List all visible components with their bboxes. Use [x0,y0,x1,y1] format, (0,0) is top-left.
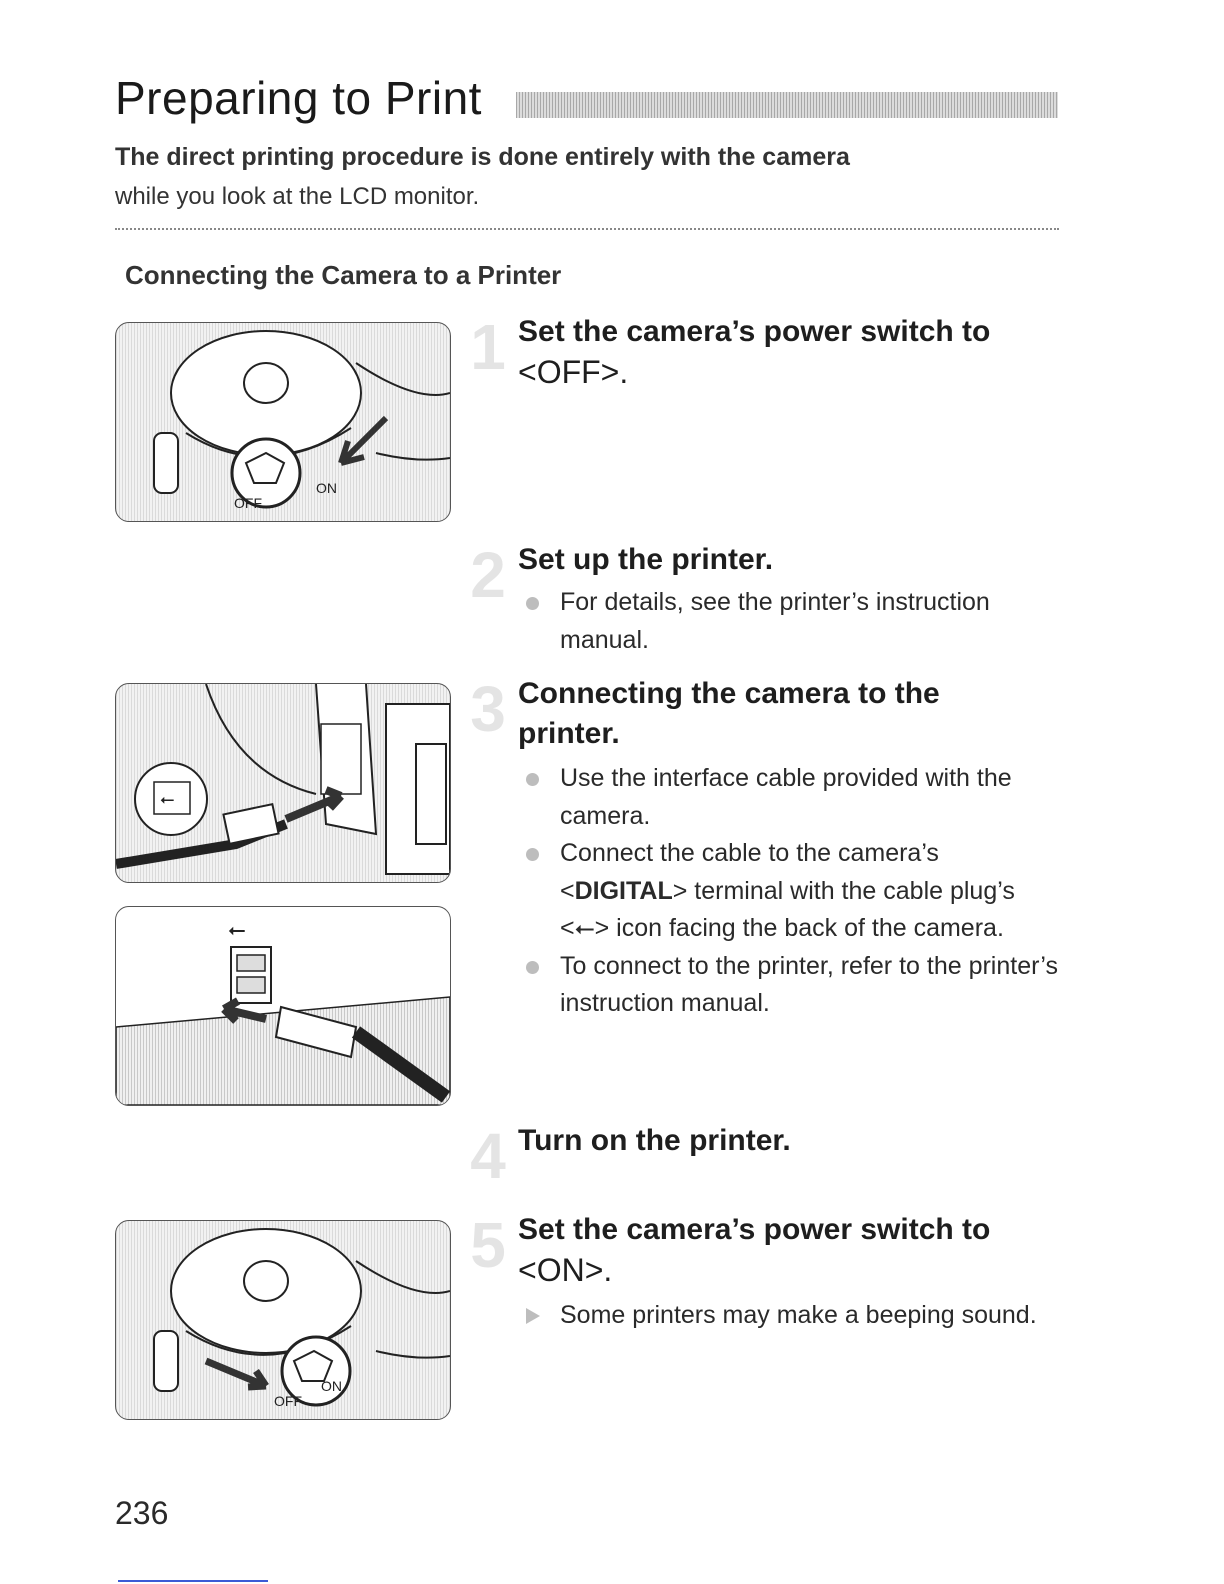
bullet-dot-icon [526,597,539,610]
footer-rule [118,1580,268,1582]
bullet-dot-icon [526,960,539,974]
bullet-item: Connect the cable to the camera’s <DIGIT… [522,835,1062,948]
page-title: Preparing to Print [115,72,482,124]
off-label: OFF [274,1393,302,1409]
camera-switch-on-illustration: OFF ON [115,1220,451,1420]
digital-terminal-label: DIGITAL [574,876,673,905]
title-decor-bar [516,92,1058,118]
bullet-dot-icon [526,773,539,786]
svg-text:⭠: ⭠ [160,789,174,810]
bullet-item: Use the interface cable provided with th… [522,760,1062,835]
step-number: 1 [470,311,506,383]
step-3-title: Connecting the camera to the printer. [518,677,940,750]
step-number: 3 [470,673,506,745]
header-divider [115,228,1059,230]
step-2-bullets: For details, see the printer’s instructi… [522,584,1082,659]
step-3-bullets: Use the interface cable provided with th… [522,760,1062,1023]
bullet-item: Some printers may make a beeping sound. [522,1297,1062,1335]
off-label: OFF [234,495,262,511]
step-4-title: Turn on the printer. [518,1124,791,1157]
step-number: 5 [470,1209,506,1281]
step-2-title: Set up the printer. [518,543,774,576]
svg-text:⭠: ⭠ [228,918,246,943]
on-label: ON [321,1378,342,1394]
step-5-title: Set the camera’s power switch to <ON>. [518,1210,1078,1290]
result-triangle-icon [526,1308,540,1324]
intro-bold-text: The direct printing procedure is done en… [115,143,850,171]
bullet-item: To connect to the printer, refer to the … [522,948,1062,1023]
camera-cable-illustration: ⭠ [115,683,451,883]
section-heading: Connecting the Camera to a Printer [125,260,562,290]
printer-port-illustration: ⭠ [115,906,451,1106]
step-1-subtitle: <OFF>. [518,354,629,390]
step-number: 2 [470,539,506,611]
camera-switch-off-illustration: OFF ON [115,322,451,522]
bullet-dot-icon [526,848,539,861]
step-1-title: Set the camera’s power switch to <OFF>. [518,312,1078,392]
bullet-item: For details, see the printer’s instructi… [522,584,1082,659]
step-5-subtitle: <ON>. [518,1252,613,1288]
step-5-bullets: Some printers may make a beeping sound. [522,1297,1062,1335]
step-number: 4 [470,1120,506,1192]
intro-text: while you look at the LCD monitor. [115,183,480,210]
on-label: ON [316,480,337,496]
page-number: 236 [115,1495,169,1531]
usb-icon: ⭠ [574,914,595,942]
